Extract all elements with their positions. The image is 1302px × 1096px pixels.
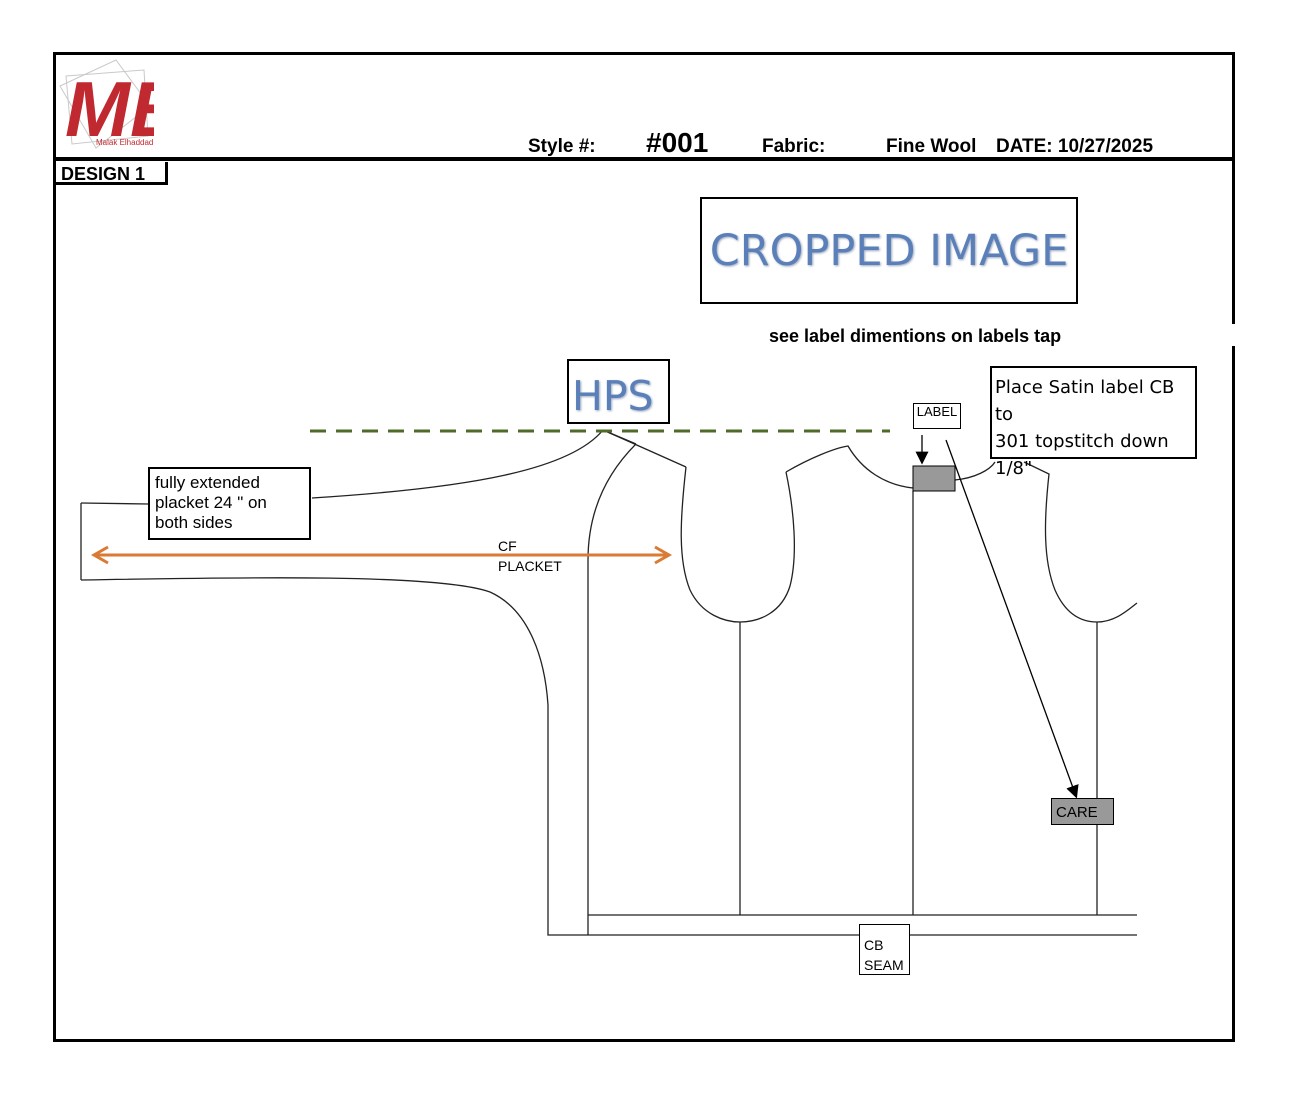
style-number: #001: [646, 127, 709, 158]
cropped-image-label: CROPPED IMAGE: [700, 197, 1078, 304]
placket-measure-arrow: [90, 545, 673, 565]
placket-note: fully extended placket 24 " on both side…: [148, 467, 311, 540]
cb-seam-box: CB SEAM: [859, 924, 910, 975]
care-pointer-arrow: [945, 439, 1079, 799]
header-divider: [53, 157, 1235, 161]
collar-curve: [311, 429, 604, 499]
satin-note-line-3: 1/8": [995, 458, 1033, 479]
satin-label-note: Place Satin label CB to 301 topstitch do…: [990, 366, 1197, 479]
placket-note-line-2: placket 24 " on: [155, 493, 267, 512]
care-label-box: CARE: [1051, 798, 1114, 825]
back-neck-curve: [785, 445, 914, 489]
placket-top-edge: [80, 502, 149, 505]
placket-note-line-1: fully extended: [155, 473, 260, 492]
front-panel-curve: [587, 443, 637, 935]
logo-monogram: ME: [65, 65, 154, 152]
cf-label: CF: [498, 538, 517, 554]
cb-seam-line-2: SEAM: [864, 957, 904, 973]
brand-logo: ME Malak Elhaddad: [59, 59, 154, 152]
label-placement: [912, 465, 956, 492]
date-label: DATE: 10/27/2025: [996, 136, 1154, 157]
style-label: Style #:: [528, 136, 596, 157]
placket-label: PLACKET: [498, 558, 562, 574]
placket-note-line-3: both sides: [155, 513, 233, 532]
satin-note-line-2: 301 topstitch down: [995, 431, 1169, 452]
satin-note-line-1: Place Satin label CB to: [995, 377, 1175, 425]
armhole-2: [1023, 461, 1138, 623]
label-box: LABEL: [913, 403, 961, 429]
logo-signature: Malak Elhaddad: [96, 138, 153, 147]
back-neck-right: [954, 461, 996, 481]
cb-seam-line-1: CB: [864, 937, 884, 953]
placket-bottom-curve: [80, 577, 1137, 936]
fabric-value: Fine Wool: [886, 136, 977, 157]
fabric-label: Fabric:: [762, 136, 826, 157]
design-tab: DESIGN 1: [56, 162, 168, 185]
armhole-1: [680, 466, 796, 623]
label-dimensions-note: see label dimentions on labels tap: [769, 326, 1062, 346]
hps-callout: HPS: [567, 359, 670, 424]
frame-gap: [1228, 324, 1236, 346]
spec-sheet-frame: [53, 52, 1235, 1042]
